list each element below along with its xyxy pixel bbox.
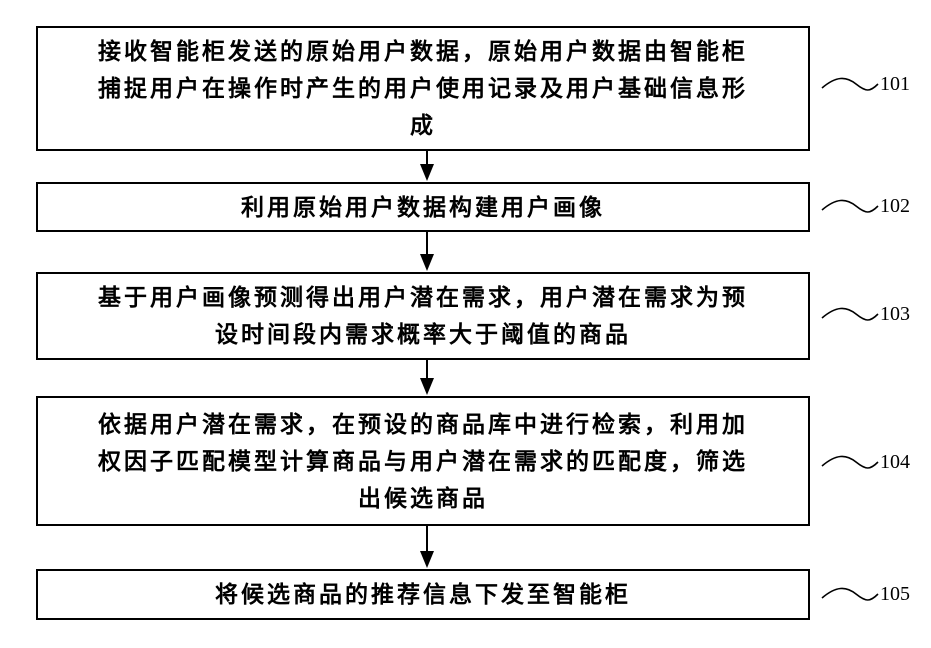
leader-105 — [822, 588, 878, 600]
step-box-105: 将候选商品的推荐信息下发至智能柜 — [36, 569, 810, 620]
step-102-line-1: 利用原始用户数据构建用户画像 — [241, 189, 605, 226]
leader-101 — [822, 78, 878, 90]
leader-102 — [822, 200, 878, 212]
step-label-101: 101 — [880, 73, 910, 96]
step-box-103: 基于用户画像预测得出用户潜在需求，用户潜在需求为预 设时间段内需求概率大于阈值的… — [36, 272, 810, 360]
step-text-102: 利用原始用户数据构建用户画像 — [231, 189, 615, 226]
step-text-103: 基于用户画像预测得出用户潜在需求，用户潜在需求为预 设时间段内需求概率大于阈值的… — [88, 279, 758, 353]
step-101-line-3: 成 — [98, 107, 748, 144]
arrow-102-103 — [420, 232, 434, 271]
step-103-line-1: 基于用户画像预测得出用户潜在需求，用户潜在需求为预 — [98, 279, 748, 316]
step-text-101: 接收智能柜发送的原始用户数据，原始用户数据由智能柜 捕捉用户在操作时产生的用户使… — [88, 33, 758, 144]
step-103-line-2: 设时间段内需求概率大于阈值的商品 — [98, 316, 748, 353]
step-box-102: 利用原始用户数据构建用户画像 — [36, 182, 810, 232]
step-104-line-3: 出候选商品 — [98, 480, 748, 517]
arrow-101-102 — [420, 151, 434, 181]
arrow-103-104 — [420, 360, 434, 395]
step-104-line-2: 权因子匹配模型计算商品与用户潜在需求的匹配度，筛选 — [98, 443, 748, 480]
step-101-line-2: 捕捉用户在操作时产生的用户使用记录及用户基础信息形 — [98, 70, 748, 107]
step-box-104: 依据用户潜在需求，在预设的商品库中进行检索，利用加 权因子匹配模型计算商品与用户… — [36, 396, 810, 526]
step-label-102: 102 — [880, 195, 910, 218]
step-label-104: 104 — [880, 451, 910, 474]
leader-104 — [822, 456, 878, 468]
step-text-105: 将候选商品的推荐信息下发至智能柜 — [205, 576, 641, 613]
step-101-line-1: 接收智能柜发送的原始用户数据，原始用户数据由智能柜 — [98, 33, 748, 70]
arrow-104-105 — [420, 526, 434, 568]
step-105-line-1: 将候选商品的推荐信息下发至智能柜 — [215, 576, 631, 613]
step-box-101: 接收智能柜发送的原始用户数据，原始用户数据由智能柜 捕捉用户在操作时产生的用户使… — [36, 26, 810, 151]
step-label-103: 103 — [880, 303, 910, 326]
step-104-line-1: 依据用户潜在需求，在预设的商品库中进行检索，利用加 — [98, 406, 748, 443]
step-label-105: 105 — [880, 583, 910, 606]
step-text-104: 依据用户潜在需求，在预设的商品库中进行检索，利用加 权因子匹配模型计算商品与用户… — [88, 406, 758, 517]
leader-103 — [822, 308, 878, 320]
